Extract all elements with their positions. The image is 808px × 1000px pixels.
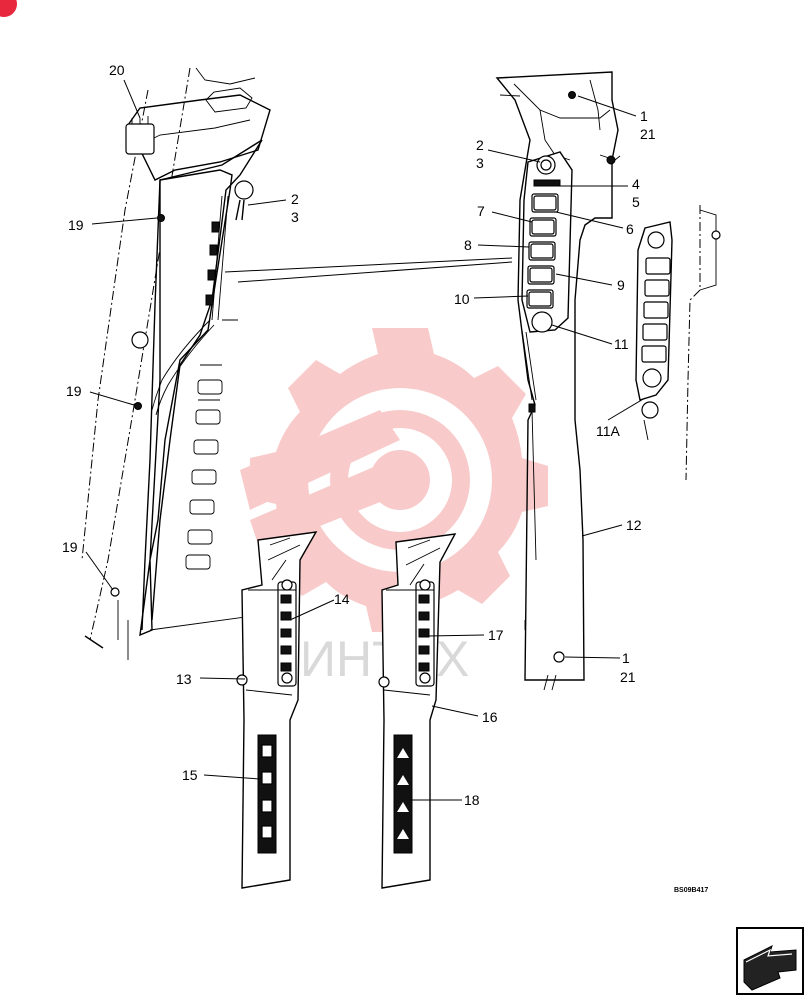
callout-19: 19 [66,383,82,399]
next-page-arrow-icon[interactable] [736,927,804,995]
callout-21: 21 [620,669,636,685]
callout-7: 7 [477,203,485,219]
callout-13: 13 [176,671,192,687]
drawing-code: BS09B417 [674,887,708,894]
callout-2: 2 [476,137,484,153]
callout-11: 11 [614,336,629,352]
callout-18: 18 [464,792,480,808]
callout-8: 8 [464,237,472,253]
callout-3: 3 [476,155,484,171]
callout-1: 1 [622,650,630,666]
callout-4: 4 [632,176,640,192]
callout-19: 19 [62,539,78,555]
right-pillar-assembly [495,71,621,691]
leader-lines [85,79,646,801]
reference-lines [224,257,513,283]
callout-12: 12 [626,517,642,533]
watermark-logo [240,328,548,632]
callout-14: 14 [334,591,350,607]
callout-9: 9 [617,277,625,293]
interior-wall-slots [185,319,238,570]
callout-6: 6 [626,221,634,237]
callout-21: 21 [640,126,656,142]
callout-17: 17 [488,627,504,643]
lower-panel-b [378,533,457,889]
callout-11A: 11A [596,423,621,439]
callout-1: 1 [640,108,648,124]
callout-labels: 20 2 3 19 19 19 1 21 2 3 4 5 6 7 8 9 10 … [62,62,656,808]
callout-10: 10 [454,291,470,307]
callout-20: 20 [109,62,125,78]
callout-3: 3 [291,209,299,225]
callout-5: 5 [632,194,640,210]
callout-16: 16 [482,709,498,725]
lower-panel-a [236,531,318,889]
red-logo-icon [0,0,17,17]
left-pillar-assembly [81,67,271,660]
callout-2: 2 [291,191,299,207]
callout-19: 19 [68,217,84,233]
callout-15: 15 [182,767,198,783]
alt-switch-panel [635,205,721,481]
